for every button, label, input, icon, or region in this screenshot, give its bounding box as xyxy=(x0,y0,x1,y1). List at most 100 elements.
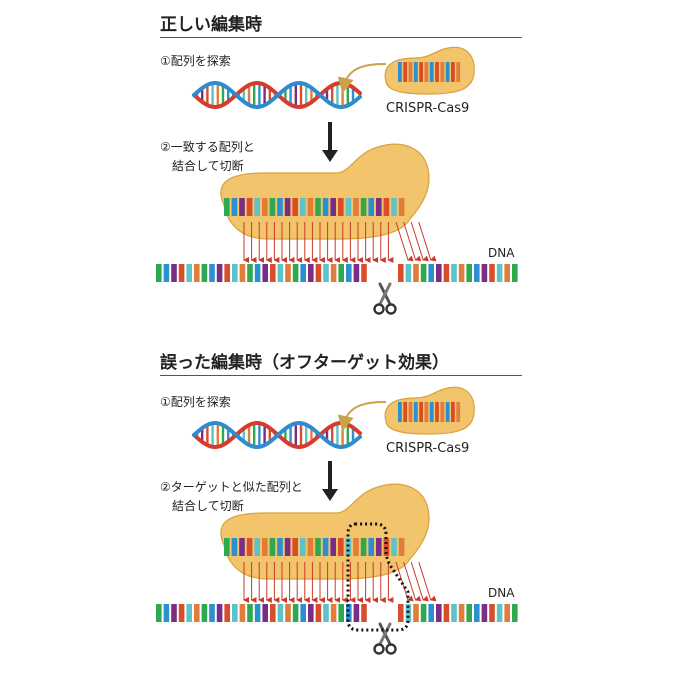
dna-base xyxy=(171,264,177,282)
dna-base xyxy=(300,604,306,622)
dna-base xyxy=(405,604,412,622)
dna-base xyxy=(338,604,344,622)
panel2-dna-left xyxy=(156,604,367,622)
guide-rna-base xyxy=(262,198,268,216)
panel2-dna-label: DNA xyxy=(488,586,515,600)
dna-base xyxy=(315,264,322,282)
guide-rna-base xyxy=(398,62,402,82)
guide-rna-base xyxy=(262,538,268,556)
panel2-step2-line2: 結合して切断 xyxy=(172,499,244,513)
guide-rna-base xyxy=(246,198,253,216)
dna-base xyxy=(300,264,306,282)
guide-rna-base xyxy=(269,538,276,556)
guide-rna-base xyxy=(300,198,306,216)
panel1-step1-label: ①配列を探索 xyxy=(160,54,231,68)
dna-base xyxy=(451,604,457,622)
dna-base xyxy=(413,604,419,622)
dna-base xyxy=(481,604,488,622)
dna-base xyxy=(201,604,208,622)
guide-rna-base xyxy=(277,198,283,216)
dna-base xyxy=(398,264,404,282)
dna-base xyxy=(481,264,488,282)
dna-base xyxy=(277,604,284,622)
guide-rna-base xyxy=(360,198,367,216)
dna-base xyxy=(232,264,238,282)
guide-rna-base xyxy=(383,198,390,216)
down-arrow-head xyxy=(322,150,338,162)
dna-base xyxy=(186,264,192,282)
guide-rna-base xyxy=(269,198,276,216)
panel1-title: 正しい編集時 xyxy=(160,15,262,35)
guide-rna-base xyxy=(398,402,402,422)
guide-rna-base xyxy=(391,538,397,556)
guide-rna-base xyxy=(284,538,291,556)
dna-base xyxy=(285,604,291,622)
dna-base xyxy=(346,604,352,622)
dna-base xyxy=(285,264,291,282)
dna-base xyxy=(361,604,367,622)
guide-rna-base xyxy=(345,198,352,216)
dna-base xyxy=(292,604,299,622)
guide-rna-base xyxy=(376,198,382,216)
guide-rna-base xyxy=(239,198,245,216)
dna-base xyxy=(232,604,238,622)
dna-base xyxy=(163,264,170,282)
guide-rna-base xyxy=(413,402,418,422)
binding-arrow xyxy=(410,221,429,262)
dna-base xyxy=(466,604,472,622)
dna-base xyxy=(443,264,450,282)
dna-base xyxy=(224,604,230,622)
panel1-guide-rna xyxy=(224,198,405,216)
guide-rna-base xyxy=(424,62,429,82)
dna-base xyxy=(194,604,200,622)
guide-rna-base xyxy=(353,198,359,216)
down-arrow-shaft xyxy=(328,122,332,152)
dna-base xyxy=(194,264,200,282)
dna-base xyxy=(489,604,495,622)
binding-arrow xyxy=(418,221,437,262)
panel1-dna-right xyxy=(398,264,518,282)
dna-base xyxy=(216,604,223,622)
dna-base xyxy=(178,604,185,622)
scissors-handle xyxy=(385,643,397,655)
panel2-binding-arrows xyxy=(243,561,437,603)
dna-base xyxy=(156,264,162,282)
binding-arrow xyxy=(403,561,422,602)
panel2-step1-label: ①配列を探索 xyxy=(160,395,231,409)
panel1-dna-label: DNA xyxy=(488,246,515,260)
panel1-step2-line1: ②一致する配列と xyxy=(160,140,255,154)
guide-rna-base xyxy=(315,198,321,216)
cas9-protein-body xyxy=(384,46,475,95)
dna-base xyxy=(308,604,314,622)
guide-rna-base xyxy=(224,198,230,216)
scissors-handle xyxy=(373,303,385,315)
guide-rna-base xyxy=(403,62,408,82)
dna-base xyxy=(474,604,480,622)
guide-rna-base xyxy=(224,538,230,556)
dna-base xyxy=(186,604,192,622)
guide-rna-base xyxy=(254,538,260,556)
binding-arrow xyxy=(418,561,437,602)
panel2-dna-helix xyxy=(192,421,362,449)
dna-base xyxy=(254,604,261,622)
panel2-divider xyxy=(160,375,522,376)
guide-rna-base xyxy=(435,402,439,422)
dna-base xyxy=(171,604,177,622)
dna-base xyxy=(338,264,344,282)
guide-rna-base xyxy=(254,198,260,216)
guide-rna-base xyxy=(360,538,367,556)
guide-rna-base xyxy=(338,538,344,556)
guide-rna-base xyxy=(419,402,423,422)
guide-rna-base xyxy=(451,402,455,422)
dna-base xyxy=(436,604,442,622)
dna-base xyxy=(353,264,360,282)
cas9-protein-body xyxy=(384,386,475,435)
panel2-scissors-icon xyxy=(373,622,397,655)
dna-base xyxy=(323,604,329,622)
panel2-title: 誤った編集時（オフターゲット効果） xyxy=(160,353,449,373)
guide-rna-base xyxy=(330,538,336,556)
panel2-step2-line1: ②ターゲットと似た配列と xyxy=(160,480,303,494)
guide-rna-base xyxy=(315,538,321,556)
helix-strand xyxy=(192,421,362,449)
